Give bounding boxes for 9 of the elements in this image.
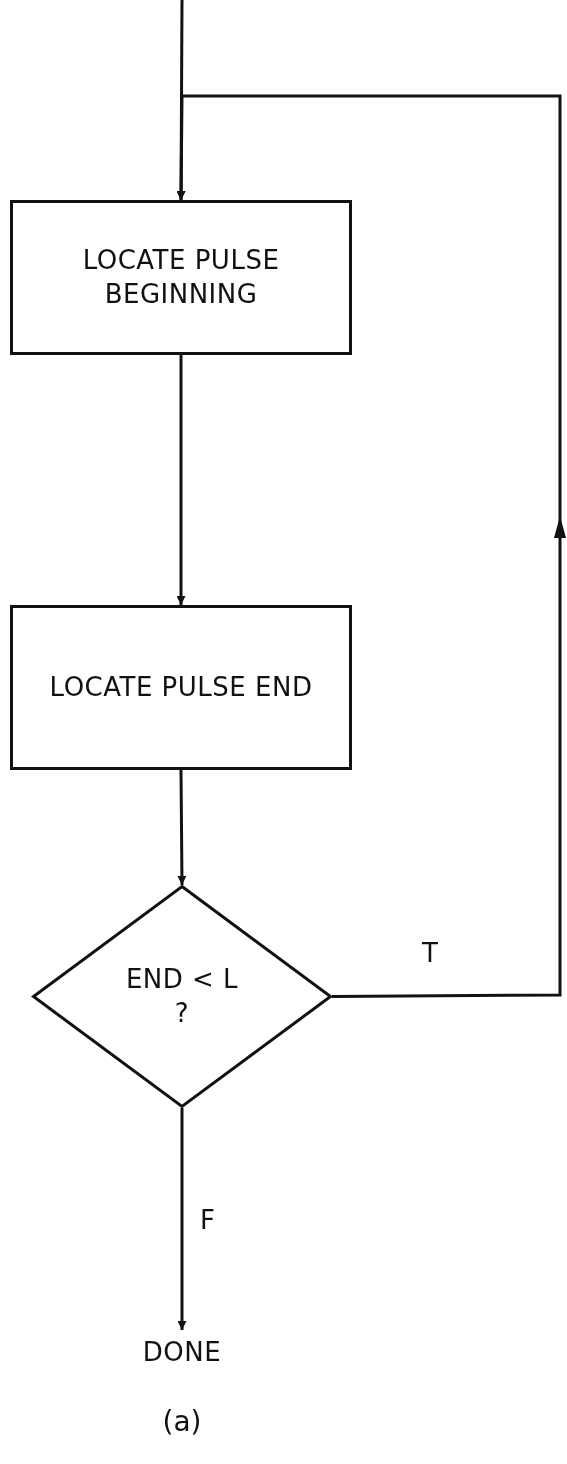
node-label: ? (174, 996, 190, 1030)
process-box (10, 605, 352, 770)
node-label: END < L (125, 962, 239, 996)
decision-diamond (32, 885, 332, 1108)
node-label: LOCATE PULSE END (49, 670, 313, 704)
node-label: LOCATE PULSE BEGINNING (81, 243, 281, 311)
terminal-label: DONE (142, 1336, 222, 1370)
process-box (10, 200, 352, 355)
caption: (a) (161, 1405, 203, 1438)
